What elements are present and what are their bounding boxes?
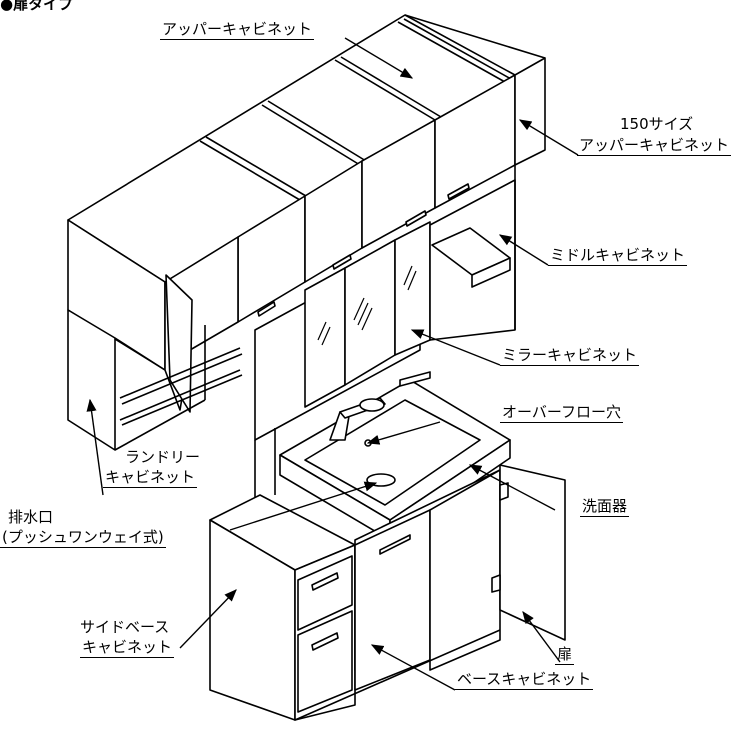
label-base-cabinet: ベースキャビネット — [455, 670, 594, 690]
label-150-size-line1: 150サイズ — [620, 115, 694, 133]
label-door: 扉 — [555, 645, 575, 665]
label-mirror-cabinet: ミラーキャビネット — [500, 346, 640, 366]
label-upper-cabinet: アッパーキャビネット — [160, 20, 315, 40]
label-drain-line2: (プッシュワンウェイ式) — [0, 528, 166, 548]
label-150-size-line2: アッパーキャビネット — [577, 136, 732, 156]
diagram-title: ●扉タイプ — [0, 0, 74, 13]
label-overflow-hole: オーバーフロー穴 — [500, 403, 623, 423]
label-basin: 洗面器 — [580, 497, 630, 517]
upper-cabinet — [67, 14, 546, 413]
leader-upper — [344, 37, 414, 79]
leader-basin — [468, 464, 556, 511]
label-middle-cabinet: ミドルキャビネット — [548, 246, 688, 266]
leader-drain — [229, 481, 378, 531]
leader-overflow — [366, 421, 441, 445]
label-drain-line1: 排水口 — [8, 508, 54, 526]
leader-side-base — [179, 589, 237, 649]
label-laundry-line1: ランドリー — [125, 448, 201, 466]
leader-door — [522, 610, 561, 663]
side-base-cabinet — [209, 494, 356, 721]
middle-cabinet — [429, 165, 516, 341]
label-laundry-line2: キャビネット — [103, 468, 198, 488]
leader-laundry — [86, 398, 104, 496]
leader-base — [370, 644, 456, 691]
leader-150 — [518, 119, 579, 156]
leader-mirror — [410, 329, 501, 366]
open-door — [491, 464, 566, 641]
leader-middle — [498, 234, 549, 266]
laundry-cabinet — [67, 309, 243, 451]
label-side-base-line1: サイドベース — [80, 618, 170, 636]
label-side-base-line2: キャビネット — [80, 638, 175, 658]
